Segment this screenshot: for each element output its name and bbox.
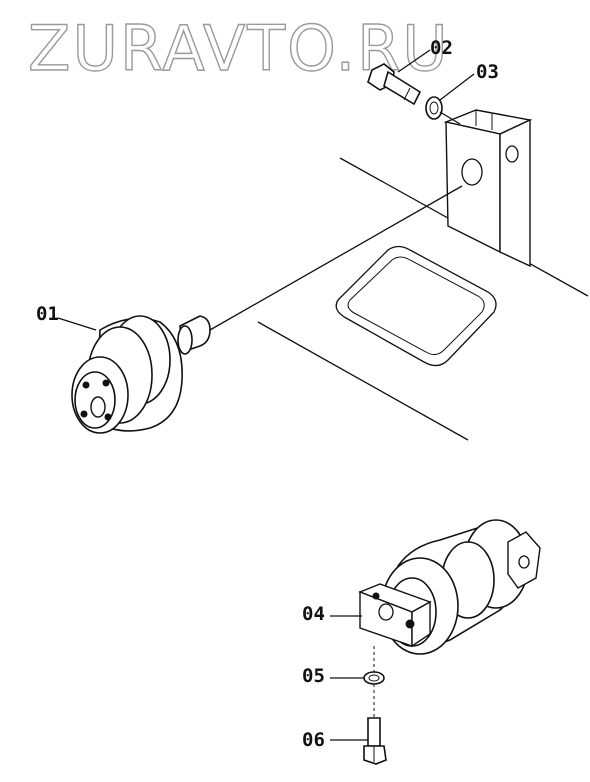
callout-05: 05 [302, 665, 325, 687]
carrier-bracket [443, 109, 533, 268]
track-roller-part-04 [358, 519, 541, 655]
callout-04: 04 [302, 603, 325, 625]
track-frame [257, 109, 589, 441]
callout-02: 02 [430, 37, 453, 59]
watermark-text: ZURAVTO.RU [28, 12, 450, 85]
washer-part-05 [363, 671, 385, 685]
bolt-part-06 [363, 717, 387, 765]
leader-lines [57, 49, 475, 741]
callout-03: 03 [476, 61, 499, 83]
callout-06: 06 [302, 729, 325, 751]
washer-part-03 [425, 96, 461, 125]
carrier-roller-part-01 [71, 185, 463, 434]
callout-01: 01 [36, 303, 59, 325]
bolt-part-02 [367, 63, 422, 106]
